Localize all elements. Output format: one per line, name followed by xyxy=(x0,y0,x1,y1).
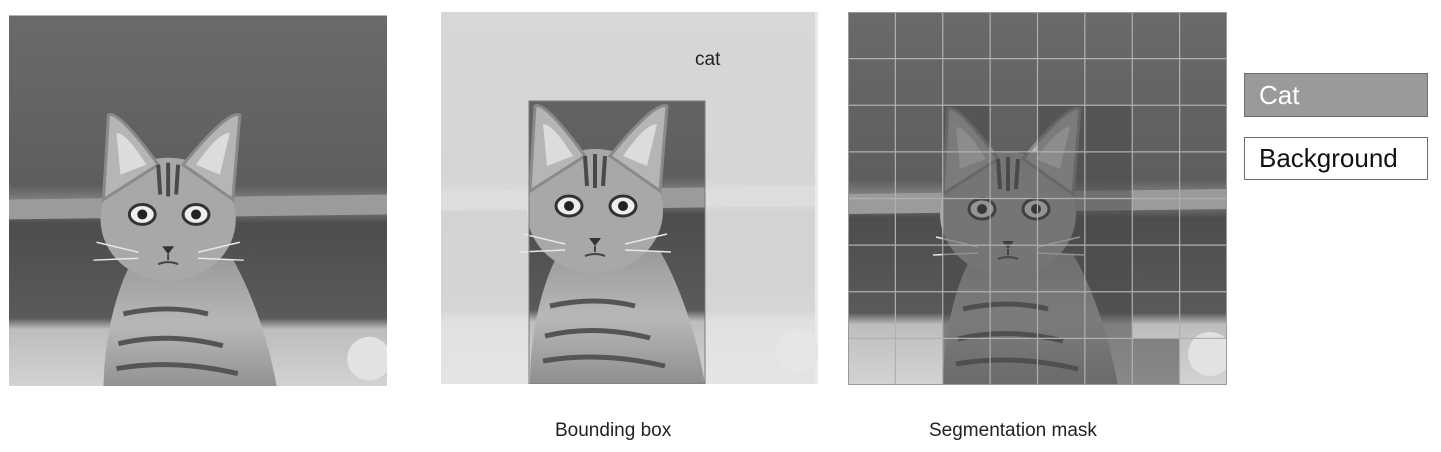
mask-cell-cat xyxy=(1084,338,1133,385)
bounding-box-rect xyxy=(528,100,706,384)
mask-cell-cat xyxy=(942,338,991,385)
mask-cell-cat xyxy=(942,151,991,199)
mask-cell-cat xyxy=(1084,198,1133,246)
mask-cell-cat xyxy=(1037,291,1085,339)
mask-cell-cat xyxy=(1037,198,1085,246)
mask-cell-cat xyxy=(1037,151,1085,199)
mask-cell-cat xyxy=(942,245,991,292)
mask-cell-cat xyxy=(942,198,991,246)
mask-cell-cat xyxy=(990,151,1038,199)
mask-cell-cat xyxy=(1037,338,1085,385)
mask-cell-cat xyxy=(1084,151,1133,199)
bounding-box-image: cat xyxy=(441,12,818,384)
segmentation-mask-caption: Segmentation mask xyxy=(929,420,1097,441)
bounding-box-label: cat xyxy=(695,49,721,70)
mask-cell-cat xyxy=(1132,338,1180,385)
mask-cell-cat xyxy=(942,105,991,152)
mask-cell-cat xyxy=(1084,245,1133,292)
mask-cell-cat xyxy=(1037,105,1085,152)
mask-cell-cat xyxy=(990,198,1038,246)
original-image xyxy=(9,15,387,386)
mask-cell-cat xyxy=(990,245,1038,292)
legend-background: Background xyxy=(1244,137,1428,180)
mask-cell-cat xyxy=(990,291,1038,339)
legend-cat: Cat xyxy=(1244,73,1428,117)
bounding-box-caption: Bounding box xyxy=(555,420,672,441)
mask-cell-cat xyxy=(1084,105,1133,152)
bounding-box-dim-overlay xyxy=(441,12,818,384)
segmentation-mask-image xyxy=(848,12,1227,385)
mask-cell-cat xyxy=(1037,245,1085,292)
mask-cell-cat xyxy=(942,291,991,339)
mask-cell-cat xyxy=(990,338,1038,385)
mask-cell-cat xyxy=(1084,291,1133,339)
